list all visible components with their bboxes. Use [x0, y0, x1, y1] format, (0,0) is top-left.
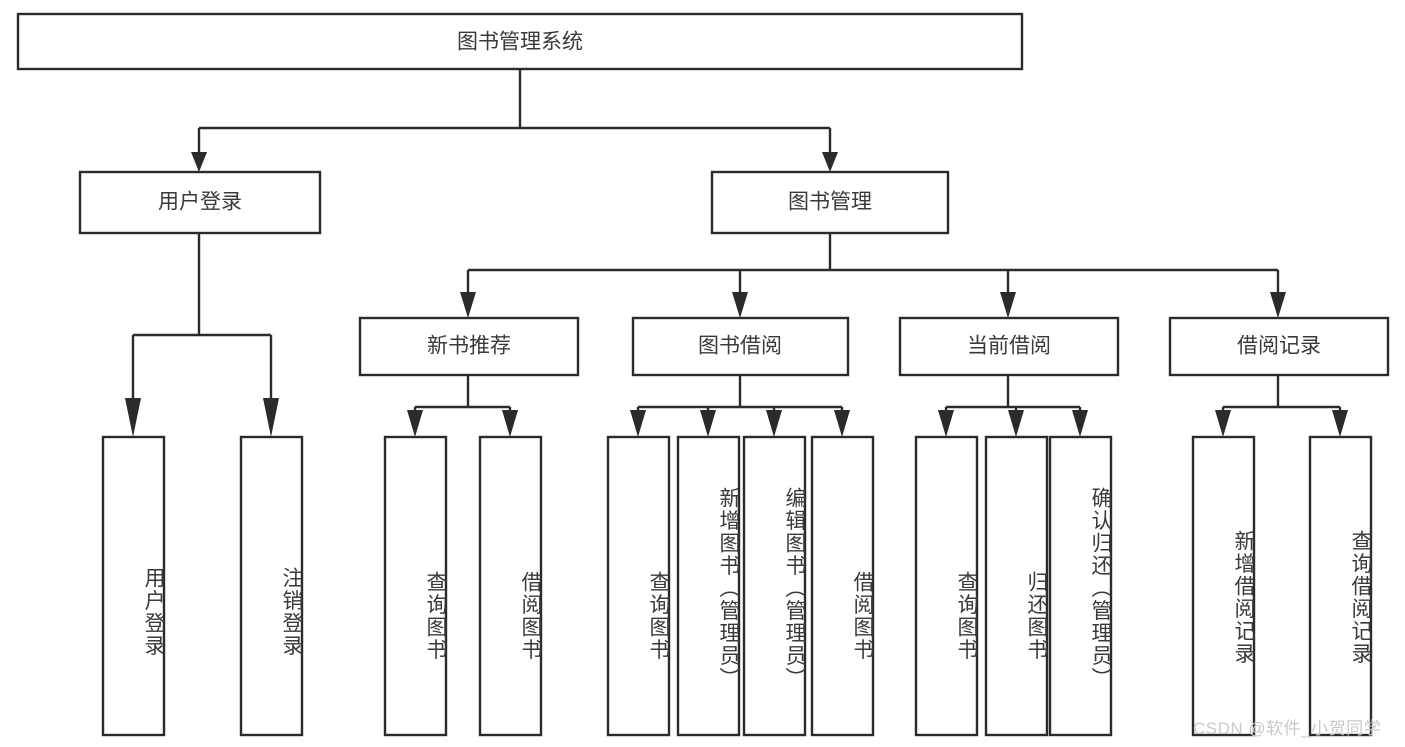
arrow-head-leaf-query-record	[1332, 410, 1348, 437]
arrow-head-user-login	[191, 152, 207, 172]
node-book-manage[interactable]	[710, 170, 950, 235]
node-leaf-user-logout[interactable]	[239, 435, 304, 737]
node-leaf-query-book-3[interactable]	[914, 435, 979, 737]
node-leaf-borrow-book-1[interactable]	[478, 435, 543, 737]
arrow-head-current-borrow	[1000, 292, 1016, 318]
arrow-head-leaf-query-book-3	[938, 410, 954, 437]
arrow-head-new-book-rec	[460, 292, 476, 318]
arrow-head-leaf-query-book-1	[407, 410, 423, 437]
arrow-head-leaf-add-book	[700, 410, 716, 437]
node-leaf-query-book-1[interactable]	[383, 435, 448, 737]
node-book-borrow[interactable]	[631, 316, 850, 377]
arrow-head-leaf-user-login	[125, 398, 141, 437]
node-root-label: 图书管理系统	[457, 31, 583, 54]
node-current-borrow-label: 当前借阅	[967, 335, 1051, 358]
arrow-head-leaf-return-book	[1008, 410, 1024, 437]
node-user-login-label: 用户登录	[158, 191, 242, 214]
node-borrow-record-label: 借阅记录	[1237, 335, 1321, 358]
node-book-borrow-label: 图书借阅	[698, 335, 782, 358]
node-leaf-borrow-book-2[interactable]	[810, 435, 875, 737]
connector-layer	[125, 69, 1348, 437]
arrow-head-leaf-query-book-2	[630, 410, 646, 437]
node-leaf-user-login[interactable]	[101, 435, 166, 737]
node-leaf-confirm-return[interactable]	[1048, 435, 1113, 737]
node-leaf-return-book[interactable]	[984, 435, 1049, 737]
arrow-head-borrow-record	[1270, 292, 1286, 318]
node-new-book-rec-label: 新书推荐	[427, 335, 511, 358]
arrow-head-leaf-borrow-book-1	[502, 410, 518, 437]
arrow-head-leaf-confirm-return	[1072, 410, 1088, 437]
node-leaf-edit-book[interactable]	[742, 435, 807, 737]
arrow-head-book-manage	[822, 152, 838, 172]
node-leaf-query-record[interactable]	[1308, 435, 1373, 737]
node-leaf-add-record[interactable]	[1191, 435, 1256, 737]
node-book-manage-label: 图书管理	[788, 191, 872, 214]
node-layer: 图书管理系统 用户登录 图书管理 新书推荐 图书借阅 当前借阅 借阅记录	[16, 12, 1390, 737]
node-current-borrow[interactable]	[898, 316, 1120, 377]
node-root[interactable]	[16, 12, 1024, 71]
arrow-head-leaf-user-logout	[263, 398, 279, 437]
arrow-head-leaf-edit-book	[766, 410, 782, 437]
node-leaf-query-book-2[interactable]	[606, 435, 671, 737]
node-leaf-add-book[interactable]	[676, 435, 741, 737]
node-borrow-record[interactable]	[1168, 316, 1390, 377]
arrow-head-leaf-borrow-book-2	[834, 410, 850, 437]
node-new-book-rec[interactable]	[358, 316, 580, 377]
arrow-head-book-borrow	[732, 292, 748, 318]
arrow-head-leaf-add-record	[1215, 410, 1231, 437]
node-user-login[interactable]	[78, 170, 322, 235]
